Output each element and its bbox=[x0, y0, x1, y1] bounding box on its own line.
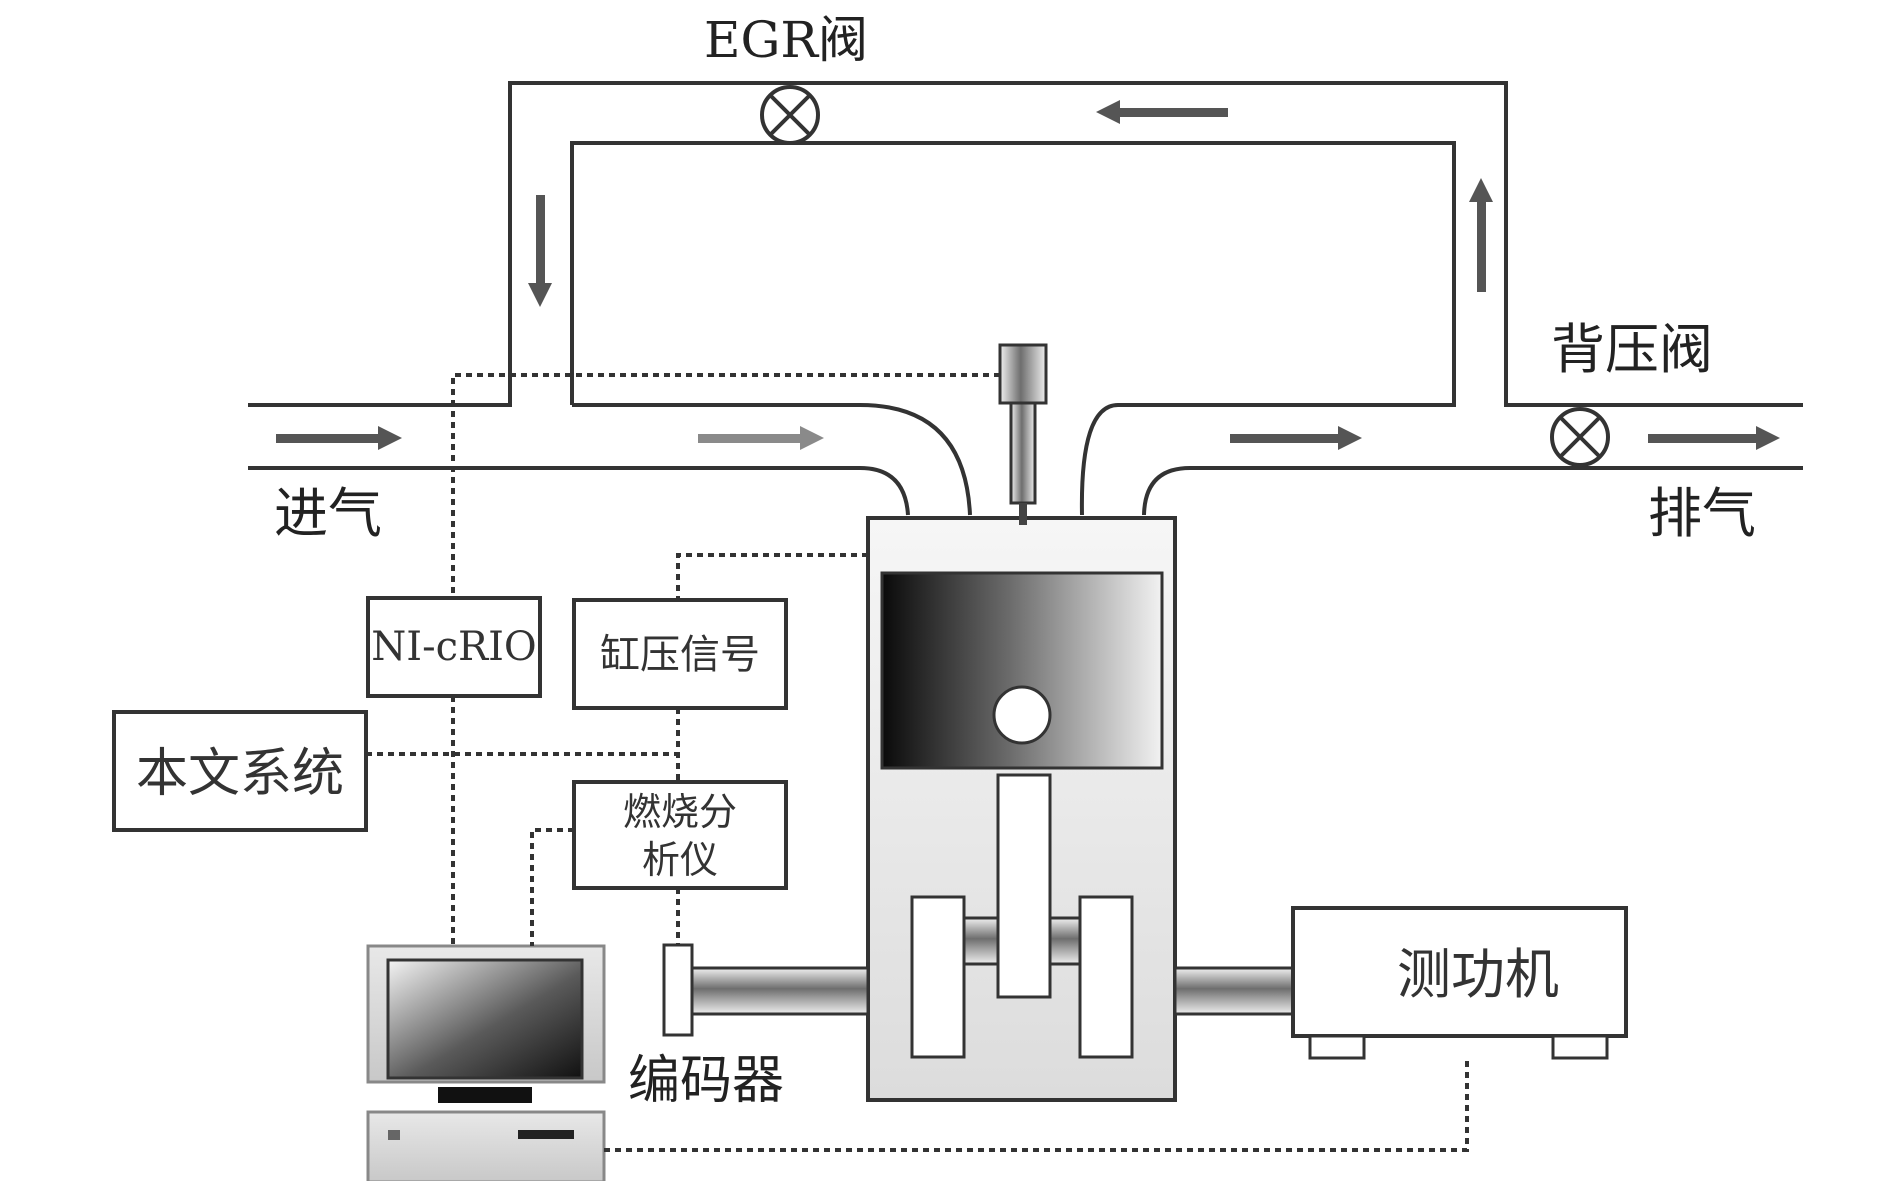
egr-loop-pipe bbox=[248, 81, 1803, 407]
exhaust-flow-arrow bbox=[1230, 426, 1362, 450]
encoder-icon bbox=[662, 943, 694, 1037]
egr-left-down-arrow bbox=[528, 195, 552, 307]
back-pressure-valve-label: 背压阀 bbox=[1551, 318, 1713, 381]
computer-icon bbox=[366, 944, 606, 1181]
cylinder-pressure-sensor-icon bbox=[998, 343, 1048, 525]
dynamometer-label: 测功机 bbox=[1397, 943, 1559, 1006]
intake-mixed-flow-arrow bbox=[698, 426, 824, 450]
dynamometer bbox=[1291, 906, 1628, 1060]
exhaust-label: 排气 bbox=[1648, 482, 1756, 545]
ni-crio-box: NI-cRIO bbox=[366, 596, 542, 698]
intake-pipe bbox=[248, 403, 972, 516]
encoder-label: 编码器 bbox=[628, 1051, 784, 1111]
intake-flow-arrow bbox=[276, 426, 402, 450]
dynamometer-shaft bbox=[1173, 966, 1295, 1016]
egr-top-flow-arrow bbox=[1096, 100, 1228, 124]
intake-label: 进气 bbox=[274, 482, 382, 545]
encoder-shaft bbox=[690, 966, 870, 1016]
exhaust-outlet-flow-arrow bbox=[1648, 426, 1780, 450]
exhaust-pipe bbox=[1079, 403, 1803, 516]
crankshaft bbox=[910, 773, 1134, 1059]
combustion-analyzer-label-line1: 燃烧分 bbox=[623, 790, 737, 834]
ni-crio-label: NI-cRIO bbox=[371, 624, 536, 670]
egr-valve-icon bbox=[760, 85, 820, 145]
egr-right-up-arrow bbox=[1469, 178, 1493, 292]
combustion-analyzer-box: 燃烧分 析仪 bbox=[572, 780, 788, 890]
piston-pin-icon bbox=[992, 685, 1052, 745]
piston bbox=[880, 571, 1164, 770]
this-system-box: 本文系统 bbox=[112, 710, 368, 832]
this-system-label: 本文系统 bbox=[136, 744, 344, 804]
cylinder-pressure-signal-box: 缸压信号 bbox=[572, 598, 788, 710]
egr-valve-label: EGR阀 bbox=[704, 11, 868, 69]
back-pressure-valve-icon bbox=[1550, 407, 1610, 467]
combustion-analyzer-label-line2: 析仪 bbox=[642, 838, 718, 882]
signal-wires bbox=[366, 373, 1469, 1152]
connecting-rod bbox=[996, 773, 1052, 999]
cylinder-pressure-signal-label: 缸压信号 bbox=[600, 632, 760, 678]
